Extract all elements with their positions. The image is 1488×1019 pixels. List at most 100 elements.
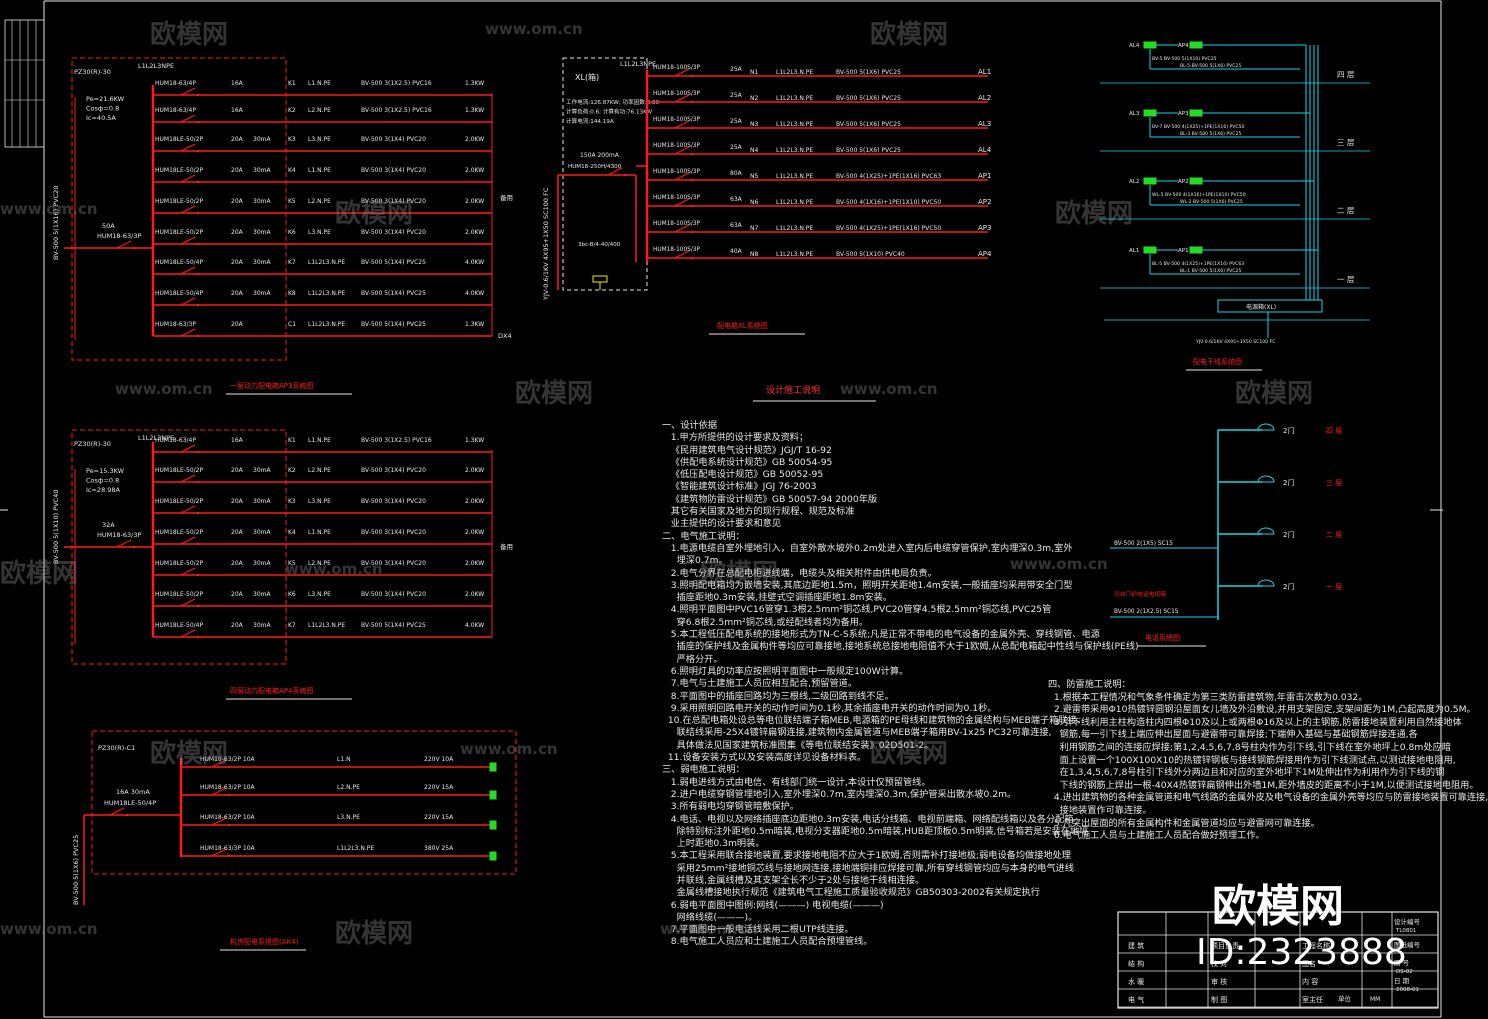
switch-contact (196, 149, 200, 153)
spare-label: 备用 (500, 193, 513, 202)
branch-rcd: 30mA (253, 259, 271, 266)
branch-setting: 20A (231, 229, 244, 236)
switch-blade (116, 240, 132, 249)
branch-cable: BV-500 5(1X4) PVC25 (361, 321, 426, 328)
switch-blade (211, 759, 227, 768)
branch-phase: L3.N.PE (308, 591, 331, 598)
panel-name: XL(箱) (575, 72, 599, 82)
tb-discipline: 电 气 (1128, 995, 1144, 1004)
riser-al-box (1143, 109, 1157, 117)
tb-right-label: 图 号 (1394, 959, 1410, 967)
branch-phase: L1.N.PE (308, 437, 331, 444)
riser-ap-box (1189, 109, 1203, 117)
branch-setting: 20A (231, 591, 244, 598)
branch-phase: L3.N.PE (308, 498, 331, 505)
branch-setting: 25A (730, 92, 743, 99)
switch-contact (196, 480, 200, 484)
branch-breaker: HUM18LE-50/2P (155, 529, 203, 536)
revision-box (4, 19, 45, 148)
branch-setting: 80A (730, 170, 743, 177)
branch-rcd: 30mA (253, 467, 271, 474)
branch-setting: 16A (231, 80, 244, 87)
design-notes-right: 四、防雷施工说明： 1.根据本工程情况和气象条件确定为第三类防雷建筑物,年雷击次… (1048, 679, 1488, 842)
phone-outlet-symbol (1257, 423, 1275, 431)
branch-setting: 25A (730, 66, 743, 73)
main-breaker-rating: 16A 30mA (116, 788, 150, 796)
switch-blade (180, 236, 196, 245)
branch-breaker: HUM18-63/4P (155, 107, 196, 114)
earth-box (592, 275, 608, 283)
branch-outlet: AP3 (978, 224, 991, 232)
panel-phase-label: L1L2L3NPE (620, 60, 656, 68)
branch-cable: BV-500 3(1X4) PVC20 (361, 467, 426, 474)
riser-ap-box (1189, 246, 1203, 254)
switch-contact (690, 204, 694, 208)
branch-phase: L1L2L3.N.PE (776, 199, 813, 206)
riser-ap-label: AP4 (1178, 43, 1189, 49)
design-notes-left: 一、设计依据 1.甲方所提供的设计要求及资料； 《民用建筑电气设计规范》JGJ/… (662, 420, 1139, 948)
main-breaker-rating: 50A (102, 222, 115, 230)
panel-ap3-diagram: PZ30(R)-30L1L2L3NPEPe=21.6KWCosф=0.8Ic=4… (52, 57, 513, 395)
tb-role: 项目负责 (1211, 941, 1239, 950)
branch-outlet: AL1 (978, 68, 991, 76)
branch-cable: BV-500 3(1X4) PVC20 (361, 229, 426, 236)
riser-ap-box (1189, 177, 1203, 185)
riser-cable: WL-5 BV-500 4(1X16)+1PE(1X10) PVC50 (1152, 192, 1246, 198)
switch-blade (674, 172, 690, 181)
branch-breaker: HUM18LE-50/2P (155, 198, 203, 205)
branch-cable: BV-500 3(1X2.5) PVC16 (361, 107, 432, 114)
switch-contact (227, 765, 231, 769)
switch-blade (674, 224, 690, 233)
branch-phase: L2.N.PE (308, 560, 331, 567)
panel-box (71, 57, 287, 361)
branch-setting: 20A (231, 136, 244, 143)
branch-phase: L3.N.PE (337, 814, 360, 821)
branch-id: K6 (288, 229, 296, 236)
branch-id: K1 (288, 80, 296, 87)
branch-id: K7 (288, 622, 296, 629)
branch-rating: 380V 25A (424, 845, 454, 852)
branch-setting: 16A (231, 437, 244, 444)
phone-count: 2门 (1283, 426, 1294, 435)
branch-cable: BV-500 4(1X25)+1PE(1X16) PVC50 (836, 225, 941, 232)
branch-breaker: HUM18-100S/3P (653, 221, 700, 227)
branch-phase: L1L2L3.N.PE (776, 69, 813, 76)
panel-box (91, 730, 517, 875)
branch-rcd: 30mA (253, 229, 271, 236)
title-block: 建 筑项目负责工程名称结 构校 对图名水 暖审 核内 容电 气制 图室主任设计编… (1117, 911, 1439, 1009)
branch-phase: L1L2L3.N.PE (308, 622, 345, 629)
branch-id: K4 (288, 529, 296, 536)
branch-cable: BV-500 3(1X4) PVC20 (361, 136, 426, 143)
branch-cable: BV-500 5(1X10) PVC40 (836, 251, 905, 258)
branch-breaker: HUM18LE-50/2P (155, 136, 203, 143)
branch-id: K6 (288, 591, 296, 598)
branch-phase: L1.N.PE (308, 167, 331, 174)
branch-setting: 25A (730, 118, 743, 125)
switch-blade (180, 505, 196, 514)
branch-id: K7 (288, 259, 296, 266)
floor-label: 一 层 (1337, 275, 1355, 284)
branch-id: N1 (750, 69, 758, 76)
branch-breaker: HUM18-63/3P (155, 321, 196, 328)
branch-rcd: 30mA (253, 622, 271, 629)
branch-rcd: 30mA (253, 560, 271, 567)
panel-breaker-label: PZ30(R)-30 (74, 440, 111, 448)
branch-phase: L3.N.PE (308, 136, 331, 143)
riser-ap-box (1189, 41, 1203, 49)
phone-floor: 一 层 (1326, 583, 1342, 591)
phone-count: 2门 (1283, 530, 1294, 539)
switch-blade (180, 205, 196, 214)
branch-breaker: HUM18LE-50/2P (155, 229, 203, 236)
branch-load: 2.0KW (465, 560, 484, 567)
switch-blade (180, 114, 196, 123)
riser-incoming-cable: YJV-0.6/1KV 4X95+1X50 SC100 FC (1195, 339, 1275, 345)
branch-id: K2 (288, 467, 296, 474)
phone-count: 2门 (1283, 582, 1294, 591)
branch-phase: L1L2L3.N.PE (776, 147, 813, 154)
branch-phase: L1L2L3.N.PE (776, 173, 813, 180)
panel-breaker-label: PZ30(R)-C1 (98, 744, 135, 752)
branch-cable: BV-500 3(1X2.5) PVC16 (361, 80, 432, 87)
tb-field: 工程名称 (1302, 941, 1330, 950)
switch-blade (607, 167, 623, 176)
branch-breaker: HUM18-100S/3P (653, 143, 700, 149)
